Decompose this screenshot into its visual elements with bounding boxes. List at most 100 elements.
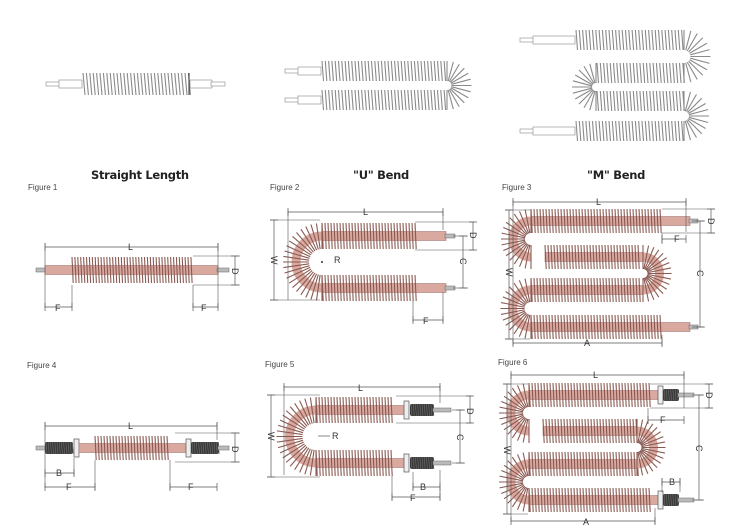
bend-fin — [310, 224, 319, 250]
fin — [590, 418, 593, 444]
fin — [351, 396, 354, 424]
fin — [537, 451, 540, 477]
fin — [375, 222, 378, 250]
fin — [542, 314, 545, 340]
mounting-washer — [403, 453, 410, 473]
fin — [333, 396, 336, 424]
fin — [387, 449, 390, 477]
fin — [634, 120, 638, 142]
fin — [533, 208, 536, 234]
fin — [620, 314, 623, 340]
fin — [599, 208, 602, 234]
fin — [652, 62, 656, 84]
fin — [591, 29, 595, 51]
fig4-dim-F-right: F — [188, 482, 194, 492]
fin — [116, 72, 120, 96]
fin — [118, 435, 121, 461]
fin — [644, 29, 648, 51]
fin — [551, 418, 554, 444]
fin — [143, 72, 147, 96]
fin — [175, 256, 179, 284]
fin — [123, 72, 127, 96]
bend-fin — [644, 246, 655, 270]
fin — [324, 449, 327, 477]
bend-fin — [292, 270, 313, 288]
fin — [661, 120, 664, 142]
fin — [557, 208, 560, 234]
fin — [578, 120, 582, 142]
fin — [608, 418, 611, 444]
fin — [664, 120, 668, 142]
bend-fin — [589, 63, 596, 84]
fin — [618, 382, 621, 408]
fin — [606, 451, 609, 477]
fin — [82, 72, 86, 96]
fin — [591, 487, 594, 513]
fin — [628, 120, 631, 142]
fin — [609, 382, 612, 408]
fin — [674, 120, 678, 142]
fig5-dim-D: D — [465, 408, 475, 415]
fin — [606, 90, 609, 112]
fin — [578, 208, 581, 234]
bend-fin — [688, 116, 709, 124]
fin — [160, 72, 164, 96]
fin — [573, 451, 576, 477]
fin — [360, 222, 363, 250]
fin — [558, 487, 561, 513]
fin — [440, 89, 443, 111]
fin — [575, 29, 579, 51]
dim-F-left — [44, 483, 96, 491]
fin — [345, 449, 348, 477]
fin — [436, 60, 440, 82]
fin — [583, 244, 586, 270]
fin — [94, 256, 97, 284]
bend-fin — [522, 383, 529, 408]
fin — [599, 277, 602, 303]
fin — [560, 277, 563, 303]
figure-2-dimensions — [270, 208, 477, 324]
fin — [580, 244, 583, 270]
fin — [593, 418, 596, 444]
bend-fin — [688, 37, 704, 53]
figure-3-m-bend-heater — [500, 198, 715, 347]
bend-fin — [687, 97, 703, 113]
fig6-dim-C: C — [694, 445, 704, 452]
fin — [560, 418, 563, 444]
fin — [559, 244, 562, 270]
fin — [172, 256, 176, 284]
fin — [117, 256, 121, 284]
fig4-dim-L: L — [128, 421, 133, 431]
fin — [390, 222, 393, 250]
bend-fin — [499, 482, 524, 489]
fin — [327, 274, 330, 302]
bend-fin — [685, 62, 692, 83]
fin — [136, 72, 140, 96]
fin — [635, 314, 638, 340]
fin — [92, 72, 96, 96]
fin — [351, 89, 354, 111]
figure-3-label: Figure 3 — [502, 183, 532, 192]
fin — [531, 451, 534, 477]
fin — [163, 435, 166, 461]
fin — [318, 449, 321, 477]
fin — [112, 435, 115, 461]
fin — [100, 256, 103, 284]
fin — [630, 382, 633, 408]
fin — [331, 89, 334, 111]
fin — [369, 274, 372, 302]
fin — [74, 256, 77, 284]
fin — [554, 277, 557, 303]
bend-fin — [505, 241, 527, 257]
fin — [121, 435, 124, 461]
terminal-pin — [432, 460, 452, 466]
fin — [109, 72, 113, 96]
fin — [351, 449, 354, 477]
fin — [344, 89, 348, 111]
bend-fin — [686, 61, 698, 80]
bend-fin — [449, 88, 465, 104]
fin — [330, 222, 333, 250]
fin — [396, 274, 399, 302]
fin — [549, 487, 552, 513]
fin — [129, 256, 132, 284]
